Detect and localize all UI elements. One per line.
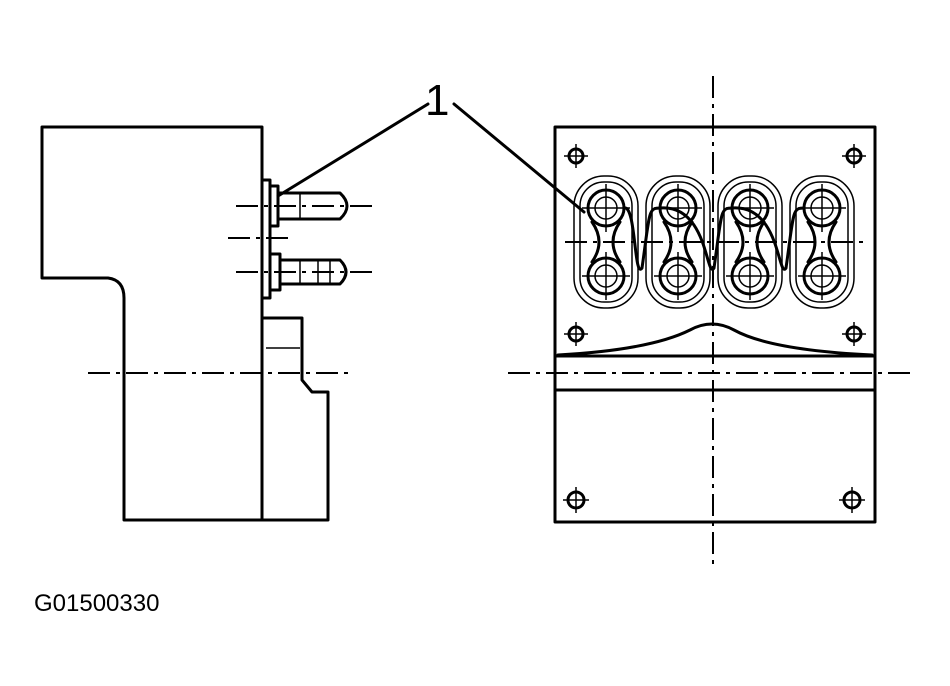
- figure-code: G01500330: [34, 590, 160, 617]
- mounting-hole: [842, 322, 866, 346]
- front-plate-outline: [553, 125, 877, 524]
- side-housing-outline: [40, 125, 264, 522]
- mounting-hole: [842, 144, 866, 168]
- callout-number: 1: [425, 76, 449, 125]
- side-lower-flange: [260, 316, 330, 522]
- mounting-hole: [839, 487, 865, 513]
- mounting-hole: [564, 322, 588, 346]
- side-view: [40, 125, 378, 522]
- mounting-hole: [564, 144, 588, 168]
- callout-leader-left: [276, 102, 430, 198]
- callout-leader-right: [452, 102, 586, 214]
- mounting-hole: [563, 487, 589, 513]
- front-view: [508, 76, 912, 568]
- front-hump-curve: [556, 322, 874, 357]
- callout: 1: [276, 76, 586, 214]
